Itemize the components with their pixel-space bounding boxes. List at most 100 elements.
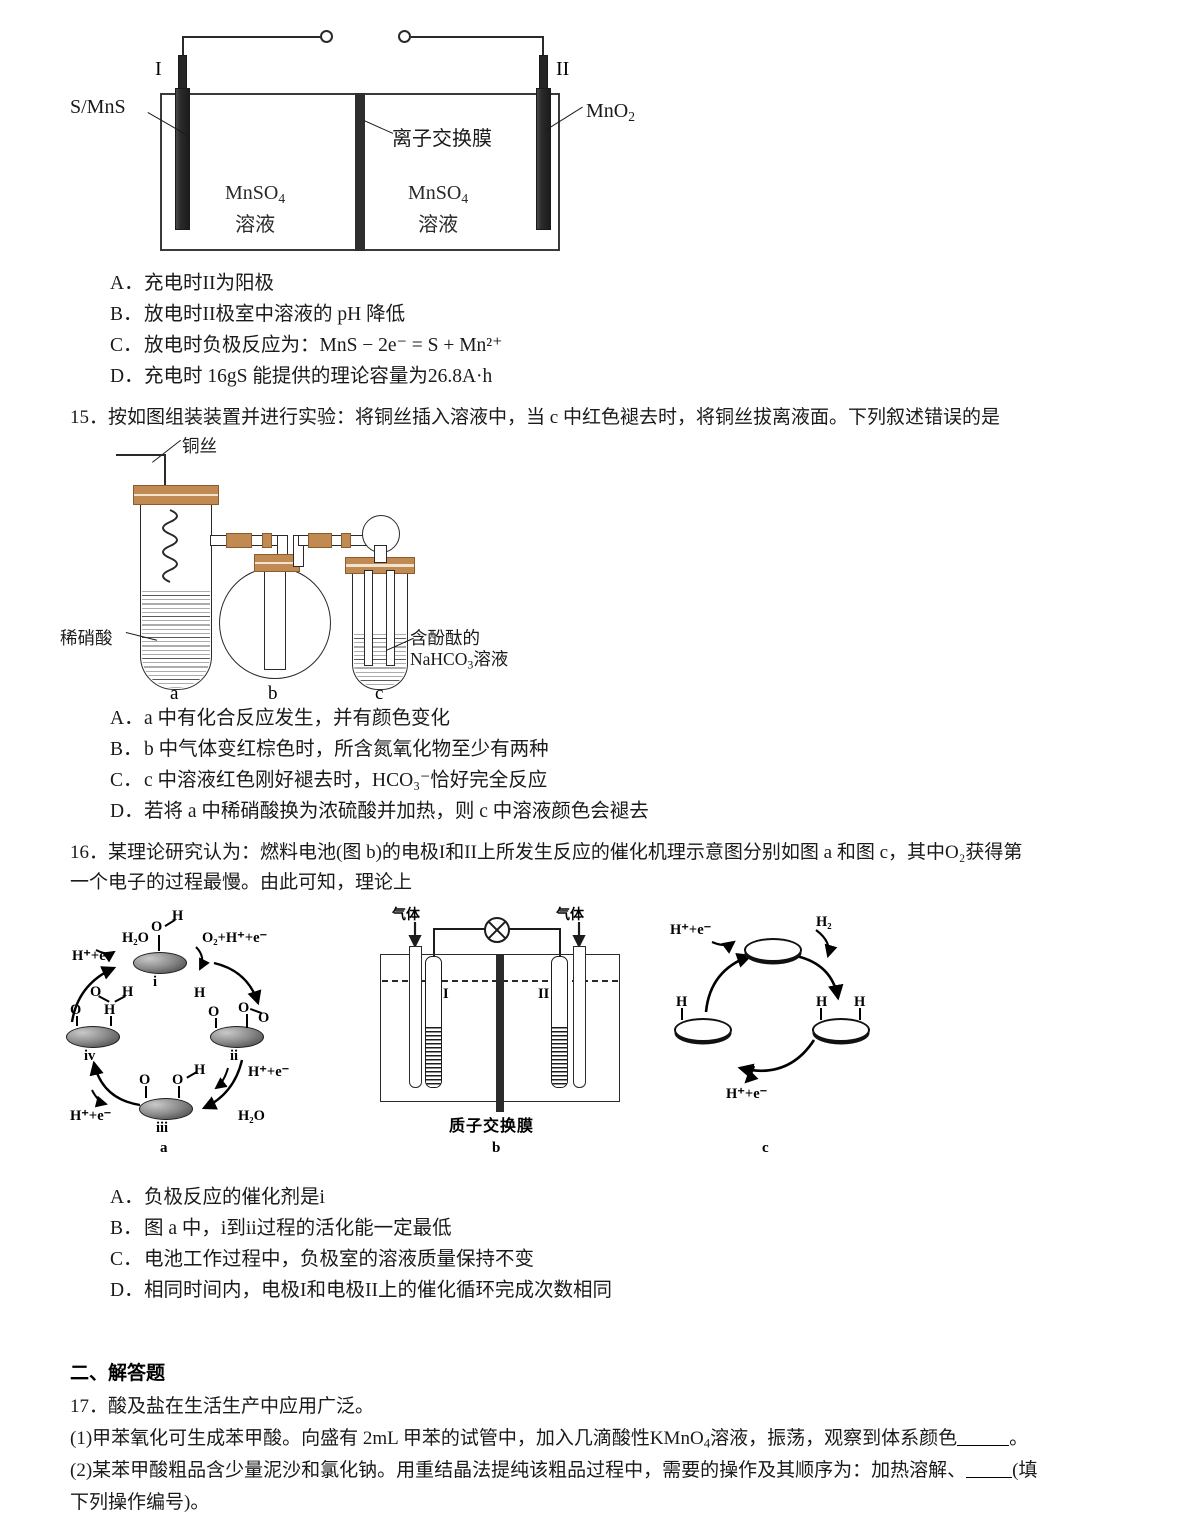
q15-number: 15． (70, 407, 109, 428)
q16-option-c: C．电池工作过程中，负极室的溶液质量保持不变 (110, 1244, 612, 1275)
reagent-c-h2: H₂ (816, 914, 832, 930)
arrow-h-e-out-bottom (744, 1065, 759, 1084)
arc-ii-to-iii (201, 1059, 244, 1110)
q16-stem-line1: 某理论研究认为：燃料电池(图 b)的电极I和II上所发生反应的催化机理示意图分别… (108, 842, 1023, 863)
right-electrode-label: MnO2 (586, 100, 635, 125)
adsorbate-iv-h2: H (122, 984, 134, 1000)
copper-wire-label: 铜丝 (182, 436, 217, 456)
figure-c: H H H H₂ H⁺+e⁻ H⁺+e⁻ c (650, 900, 950, 1180)
q14-option-b: B．放电时II极室中溶液的 pH 降低 (110, 299, 502, 330)
electrode-1-roman-label: I (155, 58, 162, 80)
bond-ii-o1 (215, 1018, 217, 1028)
catalyst-state-c-top (744, 938, 802, 962)
q14-option-b-label: B． (110, 304, 143, 325)
q16-option-d-label: D． (110, 1280, 144, 1301)
q16-options: A．负极反应的催化剂是i B．图 a 中，i到ii过程的活化能一定最低 C．电池… (110, 1182, 612, 1306)
ion-exchange-membrane (355, 93, 365, 251)
q14-option-b-text: 放电时II极室中溶液的 pH 降低 (144, 304, 406, 325)
q17-sub2-pre: (2)某苯甲酸粗品含少量泥沙和氯化钠。用重结晶法提纯该粗品过程中，需要的操作及其… (70, 1460, 967, 1481)
lamp-icon (484, 917, 510, 943)
proton-exchange-membrane-label: 质子交换膜 (449, 1118, 535, 1135)
q15-option-b-text: b 中气体变红棕色时，所含氮氧化物至少有两种 (144, 739, 549, 760)
reagent-c-h-e-bottom: H⁺+e⁻ (726, 1086, 768, 1102)
membrane-label: 离子交换膜 (392, 128, 492, 150)
bond-iv-o2 (110, 1016, 112, 1026)
q17-sub2-post: (填 (1012, 1460, 1038, 1481)
adsorbate-c-right-h1: H (816, 994, 828, 1010)
adsorbate-i-h: H (172, 908, 184, 924)
nahco3-solution-label: 含酚酞的 NaHCO3溶液 (410, 628, 508, 675)
nahco3-solution-liquid (354, 634, 406, 688)
circuit-terminal-right (398, 30, 411, 43)
copper-coil (162, 509, 178, 583)
q15-option-a-label: A． (110, 708, 144, 729)
q16-option-a-label: A． (110, 1187, 144, 1208)
copper-wire-vertical (164, 454, 166, 490)
tube-c-inner-right (386, 570, 395, 666)
q15-stem: 15．按如图组装装置并进行实验：将铜丝插入溶液中，当 c 中红色褪去时，将铜丝拔… (70, 403, 1180, 433)
nahco3-label-line1: 含酚酞的 (410, 628, 480, 648)
bond-ii-o2 (246, 1014, 248, 1028)
figure-b-arrows (408, 922, 586, 949)
nahco3-label-sub: 3 (467, 657, 474, 672)
tube-c-inner-left (364, 570, 373, 666)
q16-option-b: B．图 a 中，i到ii过程的活化能一定最低 (110, 1213, 612, 1244)
right-electrode-label-sub: 2 (628, 108, 636, 124)
q14-option-d: D．充电时 16gS 能提供的理论容量为26.8A·h (110, 361, 502, 392)
q15-options: A．a 中有化合反应发生，并有颜色变化 B．b 中气体变红棕色时，所含氮氧化物至… (110, 703, 649, 827)
q14-option-c-text: 放电时负极反应为：MnS − 2e⁻ = S + Mn²⁺ (144, 335, 503, 356)
q17-sub1-answer-blank[interactable] (957, 1430, 1010, 1446)
right-solution-formula-sub: 4 (461, 190, 469, 206)
fc-wire-right-top (509, 928, 561, 931)
q14-option-c: C．放电时负极反应为：MnS − 2e⁻ = S + Mn²⁺ (110, 330, 502, 361)
adsorbate-c-right-h2: H (854, 994, 866, 1010)
left-solution-word: 溶液 (235, 213, 276, 236)
fuel-cell-electrode-2 (551, 956, 568, 1088)
right-solution-formula: MnSO (408, 182, 462, 204)
figure-a-arrows (70, 946, 262, 1110)
fc-wire-left-drop (433, 928, 436, 956)
catalyst-state-i (133, 952, 187, 974)
circuit-wire-left-drop (182, 36, 185, 58)
copper-wire-horizontal (116, 454, 166, 456)
flask-b-neck-inner (264, 560, 286, 670)
catalyst-state-iv (66, 1026, 120, 1048)
q17-number: 17． (70, 1396, 109, 1417)
q17-sub1-sub: 4 (703, 1435, 711, 1451)
q16-option-d-text: 相同时间内，电极I和电极II上的催化循环完成次数相同 (144, 1280, 612, 1301)
reagent-c-h-e-top: H⁺+e⁻ (670, 922, 712, 938)
reagent-h-e-bottom: H⁺+e⁻ (70, 1108, 112, 1124)
arc-right-to-left (737, 1039, 816, 1079)
q15-option-c: C．c 中溶液红色刚好褪去时，HCO₃⁻恰好完全反应 (110, 765, 649, 796)
catalyst-state-iii (139, 1098, 193, 1120)
gas-inlet-label-right: 气体 (556, 906, 584, 922)
q15-option-a-text: a 中有化合反应发生，并有颜色变化 (144, 708, 451, 729)
q15-option-d-text: 若将 a 中稀硝酸换为浓硫酸并加热，则 c 中溶液颜色会褪去 (144, 801, 649, 822)
q16-option-c-label: C． (110, 1249, 143, 1270)
adsorbate-ii-o2: O (238, 1000, 250, 1016)
q15-stem-text: 按如图组装装置并进行实验：将铜丝插入溶液中，当 c 中红色褪去时，将铜丝拔离液面… (108, 407, 1000, 428)
q16-stem: 16．某理论研究认为：燃料电池(图 b)的电极I和II上所发生反应的催化机理示意… (70, 838, 1180, 868)
circuit-wire-right (411, 36, 544, 39)
q16-stem-line2: 一个电子的过程最慢。由此可知，理论上 (70, 872, 413, 893)
state-label-i: i (153, 974, 158, 990)
bond-c-right-h1 (820, 1008, 822, 1020)
catalyst-state-c-left (674, 1018, 732, 1042)
left-solution-formula-sub: 4 (278, 190, 286, 206)
q16-option-c-text: 电池工作过程中，负极室的溶液质量保持不变 (144, 1249, 535, 1270)
catalyst-state-c-right (812, 1018, 870, 1042)
clamp-1b (262, 533, 272, 548)
electrode-1 (175, 88, 190, 230)
arrow-o2-in (195, 946, 210, 971)
q16-option-a: A．负极反应的催化剂是i (110, 1182, 612, 1213)
q14-option-d-text: 充电时 16gS 能提供的理论容量为26.8A·h (144, 366, 493, 387)
arrow-h-e-in-bottom (91, 1089, 108, 1108)
q17-sub2-answer-blank[interactable] (966, 1462, 1013, 1478)
q17-stem: 17．酸及盐在生活生产中应用广泛。 (70, 1392, 1180, 1422)
electrode-2 (536, 88, 551, 230)
q16-option-b-text: 图 a 中，i到ii过程的活化能一定最低 (144, 1218, 452, 1239)
q17-sub2: (2)某苯甲酸粗品含少量泥沙和氯化钠。用重结晶法提纯该粗品过程中，需要的操作及其… (70, 1456, 1180, 1486)
clamp-2b (341, 533, 351, 548)
q16-option-a-text: 负极反应的催化剂是i (144, 1187, 325, 1208)
q15-option-c-text: c 中溶液红色刚好褪去时，HCO₃⁻恰好完全反应 (144, 770, 548, 791)
